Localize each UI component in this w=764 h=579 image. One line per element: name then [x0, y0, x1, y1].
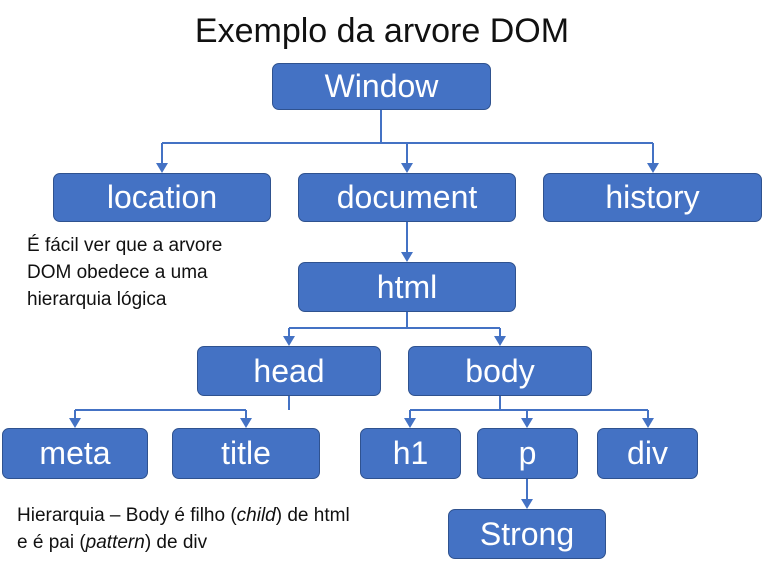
arrow-document: [401, 163, 413, 173]
arrow-div: [642, 418, 654, 428]
arrow-head: [283, 336, 295, 346]
arrow-p: [521, 418, 533, 428]
note-relation2-pattern: pattern: [85, 532, 145, 553]
note-relation: Hierarquia – Body é filho (child) de htm…: [17, 502, 350, 556]
note-relation-child: child: [236, 505, 276, 526]
node-window: Window: [272, 63, 491, 110]
node-h1: h1: [360, 428, 461, 479]
node-location: location: [53, 173, 271, 222]
arrow-strong: [521, 499, 533, 509]
arrow-meta: [69, 418, 81, 428]
arrow-body: [494, 336, 506, 346]
note-relation-line2: e é pai (pattern) de div: [17, 529, 350, 556]
note-hierarchy-line2: DOM obedece a uma: [27, 262, 208, 283]
arrow-history: [647, 163, 659, 173]
note-relation-line1: Hierarquia – Body é filho (child) de htm…: [17, 502, 350, 529]
node-body: body: [408, 346, 592, 396]
arrow-html: [401, 252, 413, 262]
node-p: p: [477, 428, 578, 479]
note-relation2-post: ) de div: [144, 532, 208, 553]
note-relation-pre: Hierarquia – Body é filho (: [17, 505, 237, 526]
note-relation2-pre: e é pai (: [17, 532, 86, 553]
node-meta: meta: [2, 428, 148, 479]
note-hierarchy-line3: hierarquia lógica: [27, 289, 167, 310]
arrow-location: [156, 163, 168, 173]
node-head: head: [197, 346, 381, 396]
diagram-title: Exemplo da arvore DOM: [194, 12, 570, 50]
node-title: title: [172, 428, 320, 479]
edge-html-children: [288, 312, 501, 336]
node-strong: Strong: [448, 509, 606, 559]
note-relation-mid: ) de html: [275, 505, 350, 526]
node-div: div: [597, 428, 698, 479]
edge-body-children: [409, 396, 649, 418]
arrow-h1: [404, 418, 416, 428]
node-html: html: [298, 262, 516, 312]
arrow-title: [240, 418, 252, 428]
edge-head-children: [74, 396, 290, 418]
edge-window-children: [161, 110, 654, 163]
note-hierarchy: É fácil ver que a arvore DOM obedece a u…: [27, 232, 222, 313]
node-document: document: [298, 173, 516, 222]
node-history: history: [543, 173, 762, 222]
note-hierarchy-line1: É fácil ver que a arvore: [27, 235, 223, 256]
